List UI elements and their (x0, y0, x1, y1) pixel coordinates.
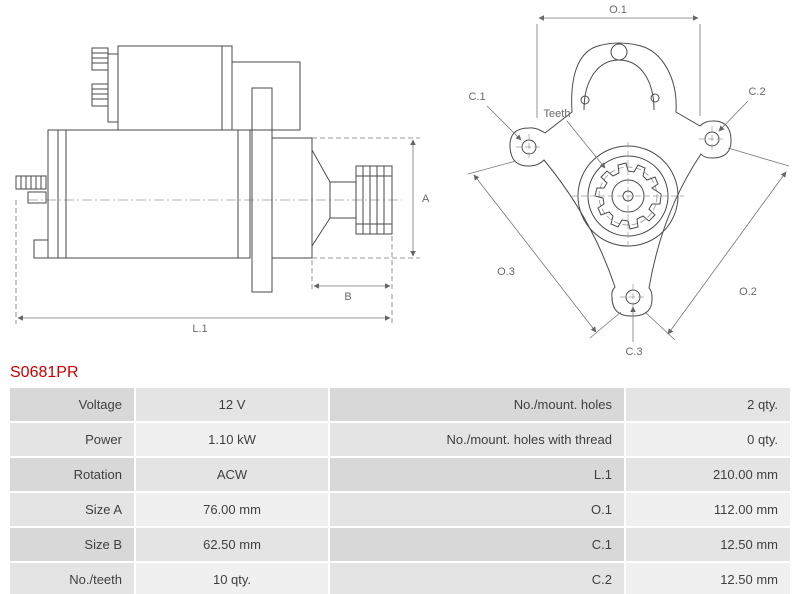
dim-o1-label: O.1 (609, 4, 627, 16)
table-row: Size B 62.50 mm C.1 12.50 mm (10, 528, 790, 561)
starter-motor-diagram: A B L.1 (15, 4, 790, 358)
spec-label-teeth: No./teeth (10, 563, 134, 594)
table-row: Size A 76.00 mm O.1 112.00 mm (10, 493, 790, 526)
spec-value-voltage: 12 V (136, 388, 328, 421)
side-view-drawing (15, 45, 402, 293)
dim-c3-label: C.3 (625, 346, 642, 358)
dim-o3-label: O.3 (497, 266, 515, 278)
dim-o2-label: O.2 (739, 286, 757, 298)
drive-end-housing (231, 61, 357, 293)
motor-body (47, 129, 251, 259)
part-number: S0681PR (10, 364, 79, 381)
spec-value-l1: 210.00 mm (626, 458, 790, 491)
spec-value-mount-holes: 2 qty. (626, 388, 790, 421)
spec-value-size-b: 62.50 mm (136, 528, 328, 561)
mounting-flange (509, 42, 732, 317)
crown-inner-arch (583, 59, 655, 111)
spec-label-voltage: Voltage (10, 388, 134, 421)
spec-label-mount-holes-thread: No./mount. holes with thread (330, 423, 624, 456)
spec-label-c1: C.1 (330, 528, 624, 561)
table-row: Rotation ACW L.1 210.00 mm (10, 458, 790, 491)
spec-value-teeth: 10 qty. (136, 563, 328, 594)
spec-value-rotation: ACW (136, 458, 328, 491)
spec-value-size-a: 76.00 mm (136, 493, 328, 526)
front-view-dimensions (467, 15, 790, 342)
spec-label-mount-holes: No./mount. holes (330, 388, 624, 421)
side-view-dimensions (15, 137, 420, 324)
table-row: Voltage 12 V No./mount. holes 2 qty. (10, 388, 790, 421)
dim-a-label: A (422, 193, 430, 205)
top-hole (610, 43, 628, 61)
spec-value-mount-holes-thread: 0 qty. (626, 423, 790, 456)
center-marks (516, 126, 725, 310)
spec-value-power: 1.10 kW (136, 423, 328, 456)
table-row: No./teeth 10 qty. C.2 12.50 mm (10, 563, 790, 594)
spec-table: Voltage 12 V No./mount. holes 2 qty. Pow… (8, 386, 792, 594)
dim-l1-label: L.1 (192, 323, 207, 335)
spec-label-size-b: Size B (10, 528, 134, 561)
mounting-holes (521, 131, 720, 305)
teeth-label: Teeth (544, 108, 571, 120)
spec-label-l1: L.1 (330, 458, 624, 491)
table-row: Power 1.10 kW No./mount. holes with thre… (10, 423, 790, 456)
spec-value-c1: 12.50 mm (626, 528, 790, 561)
spec-label-power: Power (10, 423, 134, 456)
solenoid (91, 45, 233, 131)
pinion-gear (355, 165, 393, 235)
crown-bump-right (650, 93, 660, 103)
spec-label-rotation: Rotation (10, 458, 134, 491)
spec-value-c2: 12.50 mm (626, 563, 790, 594)
front-view-drawing (509, 42, 732, 317)
spec-value-o1: 112.00 mm (626, 493, 790, 526)
dim-c1-label: C.1 (468, 91, 485, 103)
crown-bump-left (580, 95, 590, 105)
spec-label-size-a: Size A (10, 493, 134, 526)
dim-c2-label: C.2 (748, 86, 765, 98)
spec-label-o1: O.1 (330, 493, 624, 526)
spec-label-c2: C.2 (330, 563, 624, 594)
technical-drawing: A B L.1 (15, 4, 790, 358)
left-stud (15, 175, 49, 259)
dim-b-label: B (344, 291, 351, 303)
